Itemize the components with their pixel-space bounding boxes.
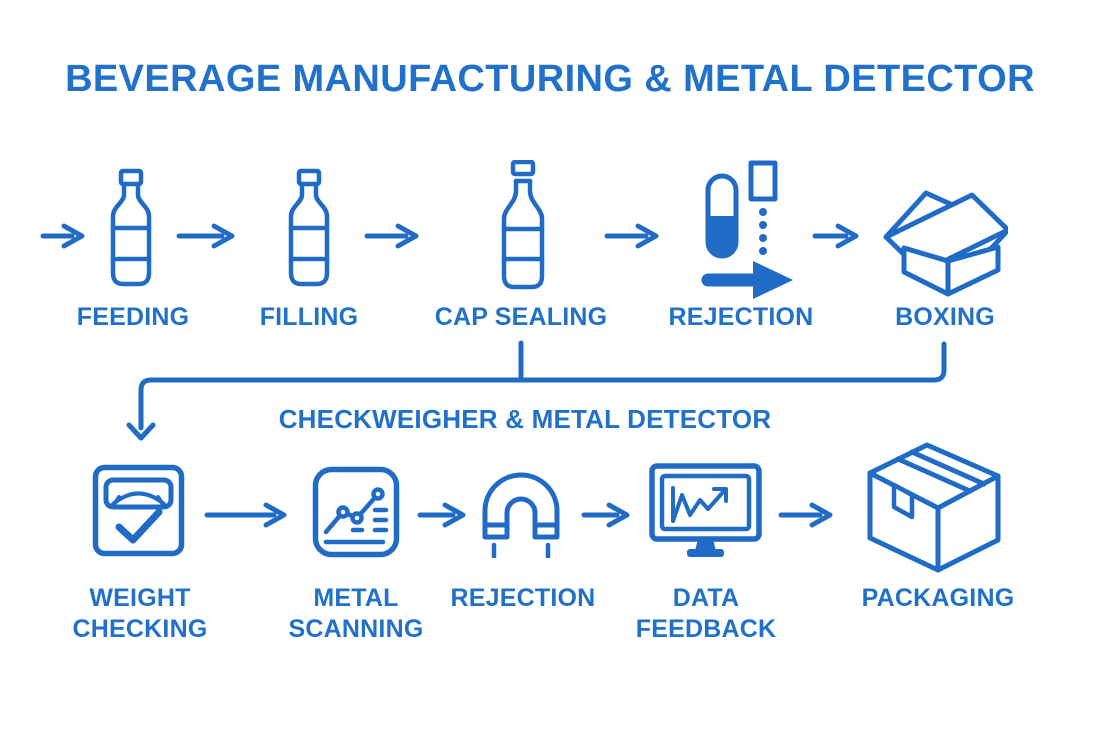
step-boxing — [876, 162, 1008, 302]
bottle-icon — [110, 168, 152, 287]
flow-arrow-icon — [778, 502, 833, 528]
step-cap-sealing — [494, 160, 552, 296]
flow-arrow-icon — [812, 223, 859, 249]
flow-arrow-icon — [417, 502, 466, 528]
connector-line — [126, 340, 947, 441]
flow-arrow-icon — [364, 223, 419, 249]
flow-arrow-icon — [176, 223, 235, 249]
open-box-icon — [883, 190, 1008, 297]
flow-arrow-icon — [40, 223, 85, 249]
weighing-scale-icon — [92, 464, 185, 557]
step-label: WEIGHT CHECKING — [72, 584, 208, 643]
bottle-icon — [288, 168, 330, 287]
step-label: PACKAGING — [861, 584, 1015, 612]
step-label: METAL SCANNING — [288, 584, 424, 643]
step-packaging — [860, 440, 1002, 575]
connector-label: CHECKWEIGHER & METAL DETECTOR — [278, 404, 772, 434]
step-filling — [278, 168, 340, 292]
capped-bottle-icon — [501, 160, 545, 290]
flow-arrow-icon — [604, 223, 659, 249]
step-label: BOXING — [895, 303, 995, 331]
step-rejection-1 — [698, 160, 798, 302]
step-label: REJECTION — [450, 584, 596, 612]
step-data-feedback — [649, 463, 762, 565]
magnet-icon — [482, 472, 560, 558]
metal-scan-chart-icon — [312, 466, 400, 558]
step-label: FILLING — [259, 303, 359, 331]
step-feeding — [100, 168, 162, 292]
arrow-down-head-icon — [126, 422, 156, 441]
step-weight-checking — [92, 464, 185, 557]
sealed-box-icon — [867, 442, 1001, 573]
step-label: CAP SEALING — [434, 303, 608, 331]
step-label: REJECTION — [668, 303, 814, 331]
capsule-reject-icon — [701, 160, 793, 299]
step-label: FEEDING — [76, 303, 190, 331]
step-label: DATA FEEDBACK — [635, 584, 777, 643]
step-rejection-2 — [478, 468, 564, 558]
flow-arrow-icon — [204, 502, 287, 528]
diagram-title: BEVERAGE MANUFACTURING & METAL DETECTOR — [65, 58, 1035, 100]
step-metal-scanning — [312, 466, 400, 558]
monitor-chart-icon — [649, 463, 762, 557]
flow-arrow-icon — [581, 502, 630, 528]
